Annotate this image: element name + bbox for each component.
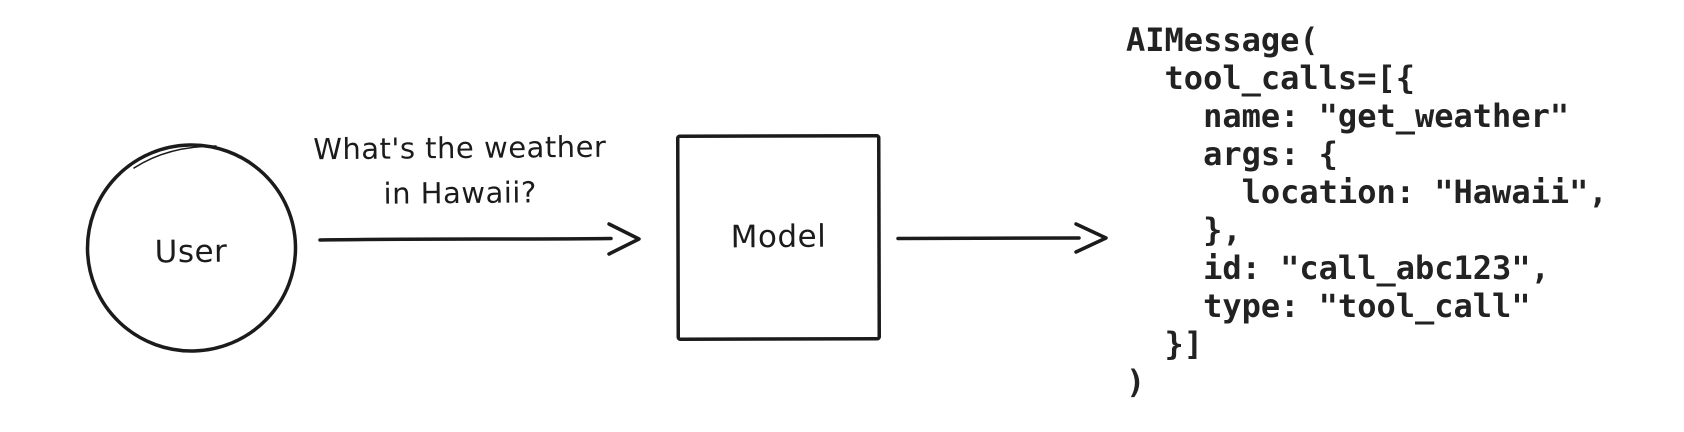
code-line-args-open: args: { xyxy=(1126,135,1338,173)
code-line-aimessage-close: ) xyxy=(1126,363,1146,401)
model-box xyxy=(675,133,882,342)
code-line-args-close: }, xyxy=(1126,211,1242,249)
edge-label-question-line1: What's the weather xyxy=(313,129,607,167)
edge-label-question-line2: in Hawaii? xyxy=(383,175,537,211)
model-node-label: Model xyxy=(730,218,827,256)
code-line-list-close: }] xyxy=(1126,325,1204,363)
code-line-name: name: "get_weather" xyxy=(1126,97,1570,135)
aimessage-code-block: AIMessage( tool_calls=[{ name: "get_weat… xyxy=(1126,21,1608,401)
code-line-location: location: "Hawaii", xyxy=(1126,173,1608,211)
code-line-type: type: "tool_call" xyxy=(1126,287,1531,325)
code-line-aimessage-open: AIMessage( xyxy=(1126,21,1319,59)
arrow-user-to-model xyxy=(318,222,641,256)
arrow-model-to-output xyxy=(896,222,1108,254)
user-circle xyxy=(85,143,298,353)
user-circle-overdraw xyxy=(133,145,217,169)
code-line-id: id: "call_abc123", xyxy=(1126,249,1550,287)
code-line-tool-calls: tool_calls=[{ xyxy=(1126,59,1415,97)
user-node-label: User xyxy=(154,233,228,271)
edge-label-question: What's the weather in Hawaii? xyxy=(298,125,623,218)
